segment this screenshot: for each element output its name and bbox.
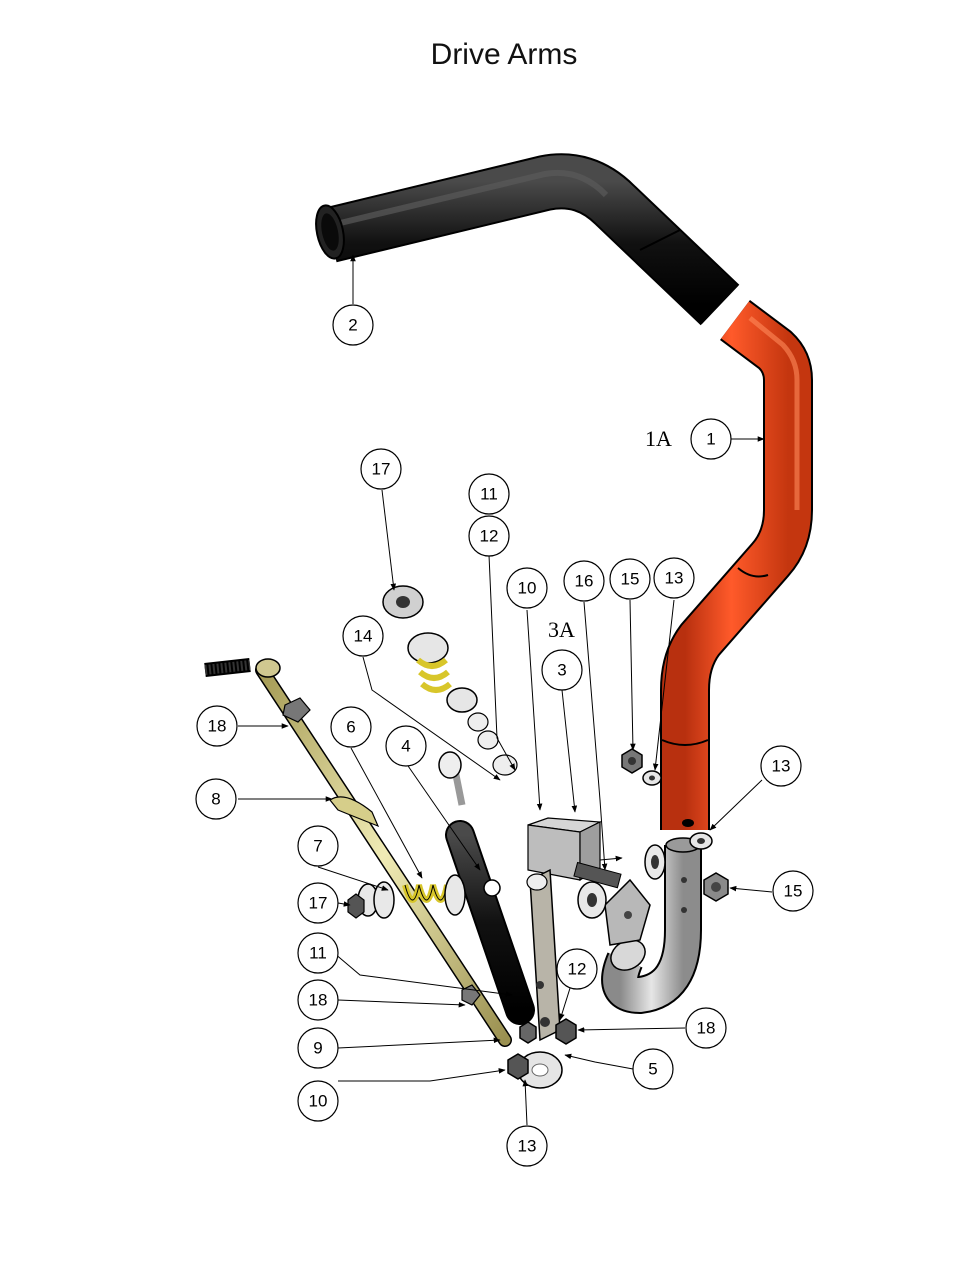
grip-part-2 [315, 153, 740, 326]
callout-18-right: 18 [685, 1007, 727, 1049]
spring-assembly-6-7 [347, 874, 466, 919]
callout-17-left: 17 [297, 882, 339, 924]
callout-13-top: 13 [653, 557, 695, 599]
shifter-bar-part-4 [438, 751, 535, 1025]
svg-text:5: 5 [648, 1060, 657, 1079]
callout-10-left: 10 [297, 1080, 339, 1122]
ball-joint-part-5 [507, 1018, 577, 1089]
svg-text:4: 4 [401, 737, 410, 756]
svg-text:18: 18 [208, 717, 227, 736]
label-1a: 1A [645, 426, 672, 451]
svg-text:1: 1 [706, 430, 715, 449]
hardware-13-15 [621, 748, 729, 902]
svg-text:16: 16 [575, 572, 594, 591]
callout-13-right: 13 [760, 745, 802, 787]
callout-2: 2 [332, 304, 374, 346]
upper-hardware-stack [382, 585, 548, 891]
leader-lines [238, 254, 773, 1126]
svg-text:13: 13 [772, 757, 791, 776]
svg-text:15: 15 [784, 882, 803, 901]
svg-text:9: 9 [313, 1039, 322, 1058]
handle-part-1 [660, 300, 813, 830]
svg-text:13: 13 [665, 569, 684, 588]
svg-text:6: 6 [346, 718, 355, 737]
callout-6: 6 [330, 706, 372, 748]
svg-text:11: 11 [309, 944, 327, 963]
svg-text:17: 17 [309, 894, 328, 913]
callout-13-bottom: 13 [506, 1125, 548, 1167]
svg-text:10: 10 [518, 579, 537, 598]
label-3a: 3A [548, 617, 575, 642]
callout-15-right: 15 [772, 870, 814, 912]
svg-text:3: 3 [557, 661, 566, 680]
svg-text:8: 8 [211, 790, 220, 809]
callout-9: 9 [297, 1027, 339, 1069]
svg-text:18: 18 [309, 991, 328, 1010]
callout-11-top: 11 [468, 473, 510, 515]
svg-text:12: 12 [480, 527, 499, 546]
svg-text:12: 12 [568, 960, 587, 979]
callout-12-top: 12 [468, 515, 510, 557]
callout-3: 3 [541, 649, 583, 691]
svg-text:2: 2 [348, 316, 357, 335]
svg-text:11: 11 [480, 485, 498, 504]
lower-arm-part-3 [601, 837, 702, 1015]
svg-text:14: 14 [354, 627, 373, 646]
callout-14: 14 [342, 615, 384, 657]
callout-16: 16 [563, 560, 605, 602]
svg-text:18: 18 [697, 1019, 716, 1038]
page-title: Drive Arms [430, 38, 578, 71]
callout-10-top: 10 [506, 567, 548, 609]
callout-7: 7 [297, 825, 339, 867]
callout-11-left: 11 [297, 932, 339, 974]
svg-text:17: 17 [372, 460, 391, 479]
callout-18-left: 18 [297, 979, 339, 1021]
callout-8: 8 [195, 778, 237, 820]
callout-17-top: 17 [360, 448, 402, 490]
callout-15-top: 15 [609, 558, 651, 600]
mount-block [527, 817, 622, 919]
svg-text:7: 7 [313, 837, 322, 856]
svg-text:15: 15 [621, 570, 640, 589]
callout-12-right: 12 [556, 948, 598, 990]
callout-1: 1 [690, 418, 732, 460]
callout-5: 5 [632, 1048, 674, 1090]
callout-4: 4 [385, 725, 427, 767]
link-plate [529, 868, 561, 1042]
svg-text:10: 10 [309, 1092, 328, 1111]
svg-text:13: 13 [518, 1137, 537, 1156]
callout-18-top: 18 [196, 705, 238, 747]
